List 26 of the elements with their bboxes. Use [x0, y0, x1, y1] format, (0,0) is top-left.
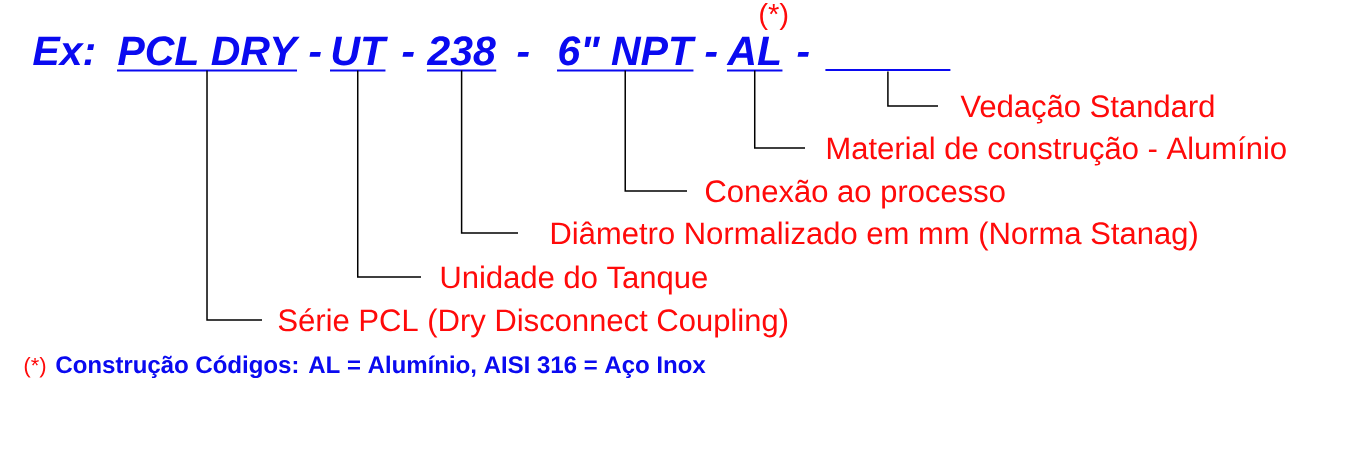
description-label: Diâmetro Normalizado em mm (Norma Stanag) [551, 221, 1197, 251]
code-segment: 238 [426, 36, 498, 72]
description-label: Unidade do Tanque [441, 265, 707, 295]
separator-dash: - [705, 51, 717, 57]
separator-dash: - [402, 51, 414, 57]
footnote-mark: (*) [24, 357, 46, 378]
code-segment: 6" NPT [556, 36, 696, 72]
leader-line [887, 70, 939, 107]
code-segment: UT [329, 36, 388, 72]
code-segment: PCL DRY [116, 36, 300, 72]
footnote-text: Construção Códigos: AL = Alumínio, AISI 316 = Aço Inox [56, 355, 706, 379]
leader-line [357, 69, 422, 278]
description-label: Série PCL (Dry Disconnect Coupling) [278, 308, 788, 338]
description-label: Vedação Standard [960, 94, 1214, 124]
leader-line [460, 69, 519, 234]
separator-dash: - [309, 51, 321, 57]
blank-underline [825, 69, 951, 71]
description-label: Conexão ao processo [706, 179, 1005, 209]
description-label: Material de construção - Alumínio [827, 136, 1286, 166]
footnote-mark: (*) [760, 3, 788, 30]
code-segment: AL [726, 36, 784, 72]
separator-dash: - [797, 51, 809, 57]
separator-dash: - [517, 51, 529, 57]
leader-line [206, 69, 263, 321]
leader-line [624, 69, 688, 192]
leader-line [754, 69, 806, 149]
